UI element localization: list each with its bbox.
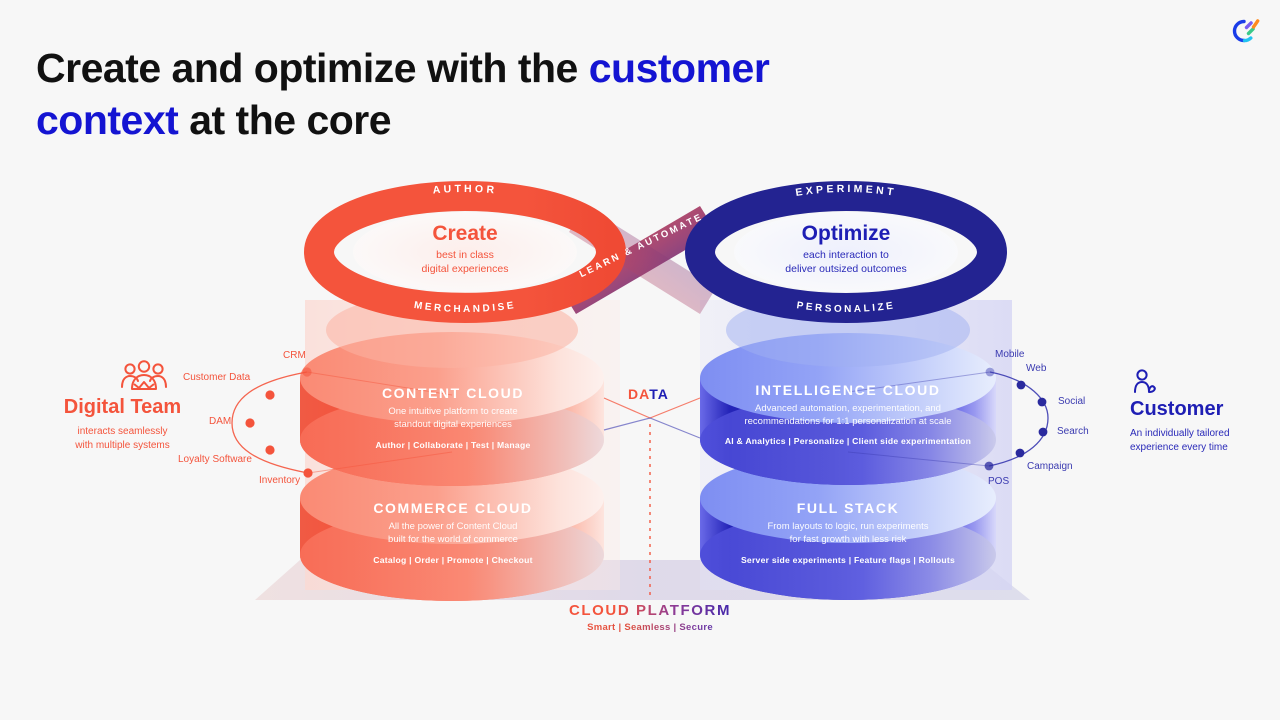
full-stack-tags: Server side experiments | Feature flags … <box>740 555 956 566</box>
full-stack-labels: FULL STACK From layouts to logic, run ex… <box>706 500 990 565</box>
loop-create-sub-2: digital experiences <box>421 262 509 275</box>
loop-ring-optimize <box>685 181 1007 323</box>
customer-sub-2: experience every time <box>1130 441 1228 453</box>
customer-block: Customer An individually tailored experi… <box>1130 398 1280 455</box>
cylinder-stack-left <box>300 292 604 601</box>
intelligence-cloud-tags: AI & Analytics | Personalize | Client si… <box>724 436 972 447</box>
node-dot-web[interactable] <box>1016 380 1026 390</box>
content-cloud-labels: CONTENT CLOUD One intuitive platform to … <box>340 385 566 450</box>
node-label-customer-data[interactable]: Customer Data <box>183 372 251 383</box>
loop-create-heading: Create <box>432 222 498 245</box>
commerce-cloud-desc-1: All the power of Content Cloud <box>388 521 518 532</box>
full-stack-desc-2: for fast growth with less risk <box>789 534 907 546</box>
digital-team-block: Digital Team interacts seamlessly with m… <box>30 396 215 453</box>
node-label-mobile[interactable]: Mobile <box>995 349 1025 360</box>
cloud-platform-title: CLOUD PLATFORM <box>540 602 760 619</box>
node-dot-pos[interactable] <box>984 461 994 471</box>
cloud-platform-subtitle: Smart | Seamless | Secure <box>540 622 760 633</box>
node-dot-campaign[interactable] <box>1015 448 1025 458</box>
title-line-2: context at the core <box>36 97 392 144</box>
node-dot-mobile[interactable] <box>985 367 995 377</box>
node-label-dam[interactable]: DAM <box>209 416 232 427</box>
title-accent-2: context <box>36 97 179 144</box>
page-title: Create and optimize with the customer co… <box>36 42 896 147</box>
title-plain-1: Create and optimize with the <box>36 45 589 91</box>
content-cloud-title: CONTENT CLOUD <box>381 385 525 401</box>
node-dot-dam[interactable] <box>245 418 255 428</box>
node-label-crm[interactable]: CRM <box>283 350 306 361</box>
right-connector-network <box>847 367 1049 471</box>
customer-sub-1: An individually tailored <box>1130 428 1230 439</box>
intelligence-cloud-title: INTELLIGENCE CLOUD <box>755 382 941 398</box>
group-people-icon <box>121 360 167 390</box>
content-cloud-desc-1: One intuitive platform to create <box>388 406 518 417</box>
optimizely-logo <box>1228 14 1262 48</box>
node-dot-inventory[interactable] <box>303 468 313 478</box>
node-dot-social[interactable] <box>1037 397 1047 407</box>
node-dot-loyalty-software[interactable] <box>265 445 275 455</box>
commerce-cloud-labels: COMMERCE CLOUD All the power of Content … <box>340 500 566 565</box>
loop-create-block: Create best in class digital experiences <box>375 222 555 277</box>
commerce-cloud-desc-2: built for the world of commerce <box>388 534 518 546</box>
node-label-search[interactable]: Search <box>1057 426 1089 437</box>
cloud-platform-block: CLOUD PLATFORM Smart | Seamless | Secure <box>540 602 760 633</box>
loop-optimize-block: Optimize each interaction to deliver out… <box>756 222 936 277</box>
node-label-inventory[interactable]: Inventory <box>259 475 301 486</box>
node-label-loyalty-software[interactable]: Loyalty Software <box>178 454 252 465</box>
intelligence-cloud-desc-1: Advanced automation, experimentation, an… <box>755 403 941 414</box>
data-label: DATA <box>628 386 669 402</box>
node-dot-search[interactable] <box>1038 427 1048 437</box>
loop-label-personalize: PERSONALIZE <box>796 300 896 315</box>
full-stack-desc-1: From layouts to logic, run experiments <box>767 521 929 532</box>
left-connector-network <box>231 367 453 478</box>
data-label-part-a: DA <box>628 386 650 402</box>
digital-team-sub-1: interacts seamlessly <box>77 426 168 437</box>
loop-label-experiment: EXPERIMENT <box>795 183 898 199</box>
loop-optimize-sub-2: deliver outsized outcomes <box>785 262 907 275</box>
content-cloud-tags: Author | Collaborate | Test | Manage <box>375 440 531 451</box>
node-label-social[interactable]: Social <box>1058 396 1086 407</box>
node-label-web[interactable]: Web <box>1026 363 1047 374</box>
loop-optimize-heading: Optimize <box>801 222 891 245</box>
data-label-part-b: TA <box>649 386 669 402</box>
cylinder-stack-right <box>700 293 996 600</box>
content-cloud-desc-2: standout digital experiences <box>394 419 512 431</box>
digital-team-sub-2: with multiple systems <box>75 439 170 451</box>
node-dot-customer-data[interactable] <box>265 390 275 400</box>
data-crossing-lines <box>603 397 701 598</box>
title-plain-2: at the core <box>178 97 392 144</box>
title-accent-1: customer <box>588 45 770 91</box>
loop-label-author: AUTHOR <box>432 183 498 197</box>
commerce-cloud-title: COMMERCE CLOUD <box>373 500 533 516</box>
node-label-pos[interactable]: POS <box>988 476 1010 487</box>
loop-optimize-sub-1: each interaction to <box>803 249 889 261</box>
person-icon <box>1134 369 1156 393</box>
loop-create-sub-1: best in class <box>436 249 494 261</box>
loop-ring-create <box>304 181 626 323</box>
commerce-cloud-tags: Catalog | Order | Promote | Checkout <box>373 555 533 566</box>
infinity-loop: AUTHOR MERCHANDISE EXPERIMENT PERSONALIZ… <box>304 181 1007 323</box>
digital-team-heading: Digital Team <box>63 396 182 418</box>
intelligence-cloud-labels: INTELLIGENCE CLOUD Advanced automation, … <box>706 382 990 446</box>
customer-heading: Customer <box>1130 398 1224 420</box>
node-label-campaign[interactable]: Campaign <box>1027 461 1073 472</box>
title-line-1: Create and optimize with the customer <box>36 45 770 91</box>
full-stack-title: FULL STACK <box>796 500 900 516</box>
intelligence-cloud-desc-2: recommendations for 1:1 personalization … <box>744 416 952 428</box>
node-dot-crm[interactable] <box>302 367 312 377</box>
loop-label-merchandise: MERCHANDISE <box>413 300 517 315</box>
